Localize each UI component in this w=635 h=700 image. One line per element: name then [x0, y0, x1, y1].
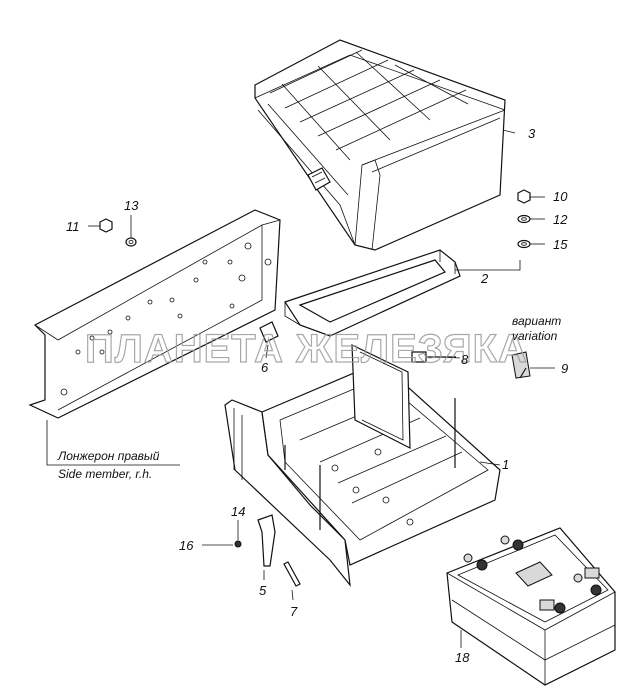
- callout-8: 8: [461, 352, 469, 367]
- bushing-6: [259, 321, 279, 343]
- handle-5: [257, 514, 276, 567]
- pin-7: [283, 561, 301, 587]
- callout-9: 9: [561, 361, 568, 376]
- callout-7: 7: [290, 604, 298, 619]
- callout-11: 11: [66, 219, 80, 234]
- battery-tray: [224, 344, 501, 587]
- bolt-9: [511, 351, 531, 379]
- washer-13: [125, 237, 137, 247]
- side-member-rail: [28, 209, 281, 419]
- nut-10: [517, 189, 531, 204]
- nut-11: [99, 218, 113, 233]
- washer-15: [517, 239, 531, 249]
- callout-6: 6: [261, 360, 269, 375]
- washer-12: [517, 214, 531, 224]
- clamp-frame: [284, 249, 461, 337]
- battery-cover: [254, 39, 506, 251]
- callout-14: 14: [231, 504, 245, 519]
- callout-1: 1: [502, 457, 509, 472]
- washer-14: [234, 540, 242, 548]
- callout-18: 18: [455, 650, 470, 665]
- watermark-text: ПЛАНЕТА ЖЕЛЕЗЯКА: [85, 327, 528, 371]
- side-member-label-en: Side member, r.h.: [58, 467, 152, 481]
- bolt-8: [411, 351, 427, 363]
- callout-16: 16: [179, 538, 194, 553]
- callout-15: 15: [553, 237, 568, 252]
- callout-13: 13: [124, 198, 139, 213]
- side-member-label-ru: Лонжерон правый: [57, 449, 160, 463]
- callout-12: 12: [553, 212, 568, 227]
- callout-2: 2: [480, 271, 489, 286]
- variant-label-en: variation: [512, 329, 558, 343]
- callout-5: 5: [259, 583, 267, 598]
- callout-10: 10: [553, 189, 568, 204]
- callout-3: 3: [528, 126, 536, 141]
- leader-lines: [46, 129, 555, 648]
- variant-label-ru: вариант: [512, 314, 561, 328]
- fasteners: [99, 189, 531, 587]
- battery: [446, 527, 616, 686]
- callout-labels: 1 2 3 5 6 7 8 9 10 11 12 13 14 15 16 18: [66, 126, 568, 665]
